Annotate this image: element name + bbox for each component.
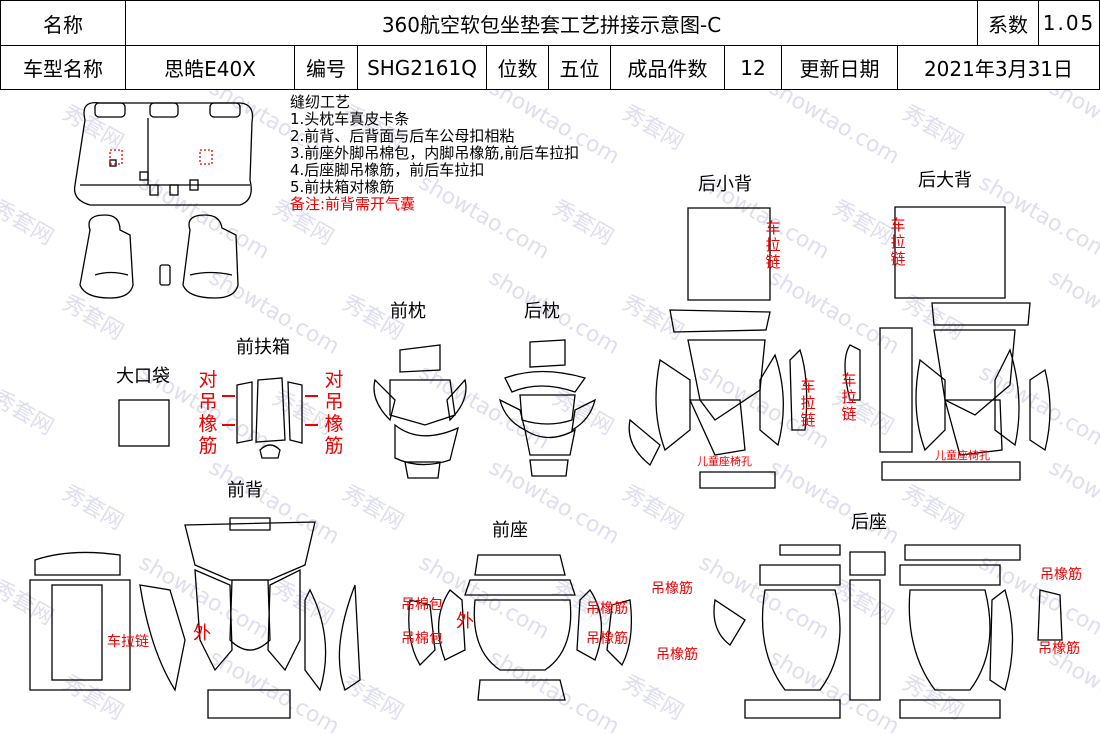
- annotation-che-la-lian: 车拉链: [800, 377, 816, 429]
- note-item: 2.前背、后背面与后车公母扣相粘: [290, 127, 515, 145]
- big-pocket-piece: [118, 399, 170, 447]
- label-rear-small-back: 后小背: [698, 174, 752, 195]
- rear-pillow-pieces: [499, 339, 596, 477]
- annotation-diao-xiang-jin: 吊橡筋: [1040, 567, 1082, 583]
- label-rear-pillow: 后枕: [524, 301, 560, 322]
- label-front-back: 前背: [227, 480, 263, 501]
- date-value: 2021年3月31日: [897, 45, 1100, 90]
- annotation-diao-mian-bao: 吊棉包: [401, 597, 443, 613]
- annotation-child-seat-hole: 儿童座椅孔: [697, 455, 752, 468]
- notes-title: 缝纫工艺: [290, 93, 351, 111]
- note-item: 4.后座脚吊橡筋，前后车拉扣: [290, 161, 485, 179]
- label-front-armrest: 前扶箱: [236, 337, 290, 358]
- note-item: 5.前扶箱对橡筋: [290, 178, 395, 196]
- date-label: 更新日期: [781, 45, 898, 90]
- annotation-dui-diao-xiang-jin-left: 对吊橡筋: [198, 369, 218, 457]
- model-value: 思皓E40X: [125, 45, 295, 90]
- front-pillow-pieces: [373, 344, 467, 479]
- label-big-pocket: 大口袋: [116, 366, 170, 387]
- model-label: 车型名称: [0, 45, 126, 90]
- code-label: 编号: [294, 45, 358, 90]
- annotation-diao-xiang-jin: 吊橡筋: [651, 581, 693, 597]
- annotation-wai: 外: [193, 623, 211, 644]
- annotation-diao-xiang-jin: 吊橡筋: [656, 647, 698, 663]
- page-title: 360航空软包坐垫套工艺拼接示意图-C: [125, 0, 978, 46]
- annotation-child-seat-hole: 儿童座椅孔: [935, 449, 990, 462]
- front-seat-pieces: [408, 554, 632, 701]
- annotation-diao-mian-bao: 吊棉包: [401, 631, 443, 647]
- annotation-che-la-lian: 车拉链: [890, 216, 906, 268]
- annotation-che-la-lian: 车拉链: [841, 371, 857, 423]
- annotation-che-la-lian: 车拉链: [765, 219, 781, 271]
- seat-thumbnail: [73, 101, 254, 299]
- annotation-diao-xiang-jin: 吊橡筋: [1038, 641, 1080, 657]
- seats-label: 位数: [486, 45, 549, 90]
- sewing-notes: 缝纫工艺 1.头枕车真皮卡条 2.前背、后背面与后车公母扣相粘 3.前座外脚吊棉…: [290, 94, 579, 213]
- label-front-seat: 前座: [492, 520, 528, 541]
- rear-seat-pieces: [713, 544, 1063, 719]
- note-item: 1.头枕车真皮卡条: [290, 110, 410, 128]
- label-front-pillow: 前枕: [390, 301, 426, 322]
- code-value: SHG2161Q: [357, 45, 487, 90]
- pattern-diagram: [29, 101, 1063, 719]
- annotation-che-la-lian-front-back: 车拉链: [107, 634, 149, 650]
- front-back-pieces: [29, 517, 361, 719]
- coef-value: 1.05: [1038, 0, 1100, 46]
- note-remark: 备注:前背需开气囊: [290, 195, 416, 213]
- rear-big-back-pieces: [844, 206, 1051, 481]
- coef-label: 系数: [977, 0, 1039, 46]
- seats-value: 五位: [548, 45, 611, 90]
- name-label: 名称: [0, 0, 126, 46]
- pieces-value: 12: [724, 45, 782, 90]
- label-rear-seat: 后座: [851, 512, 887, 533]
- annotation-diao-xiang-jin: 吊橡筋: [586, 601, 628, 617]
- annotation-diao-xiang-jin: 吊橡筋: [586, 631, 628, 647]
- label-rear-big-back: 后大背: [918, 170, 972, 191]
- annotation-wai: 外: [456, 611, 474, 632]
- pieces-label: 成品件数: [610, 45, 725, 90]
- front-armrest-pieces: [222, 377, 318, 459]
- header-table: 名称 360航空软包坐垫套工艺拼接示意图-C 系数 1.05 车型名称 思皓E4…: [0, 0, 1100, 90]
- annotation-dui-diao-xiang-jin-right: 对吊橡筋: [324, 369, 344, 457]
- note-item: 3.前座外脚吊棉包，内脚吊橡筋,前后车拉扣: [290, 144, 580, 162]
- rear-small-back-pieces: [628, 207, 808, 489]
